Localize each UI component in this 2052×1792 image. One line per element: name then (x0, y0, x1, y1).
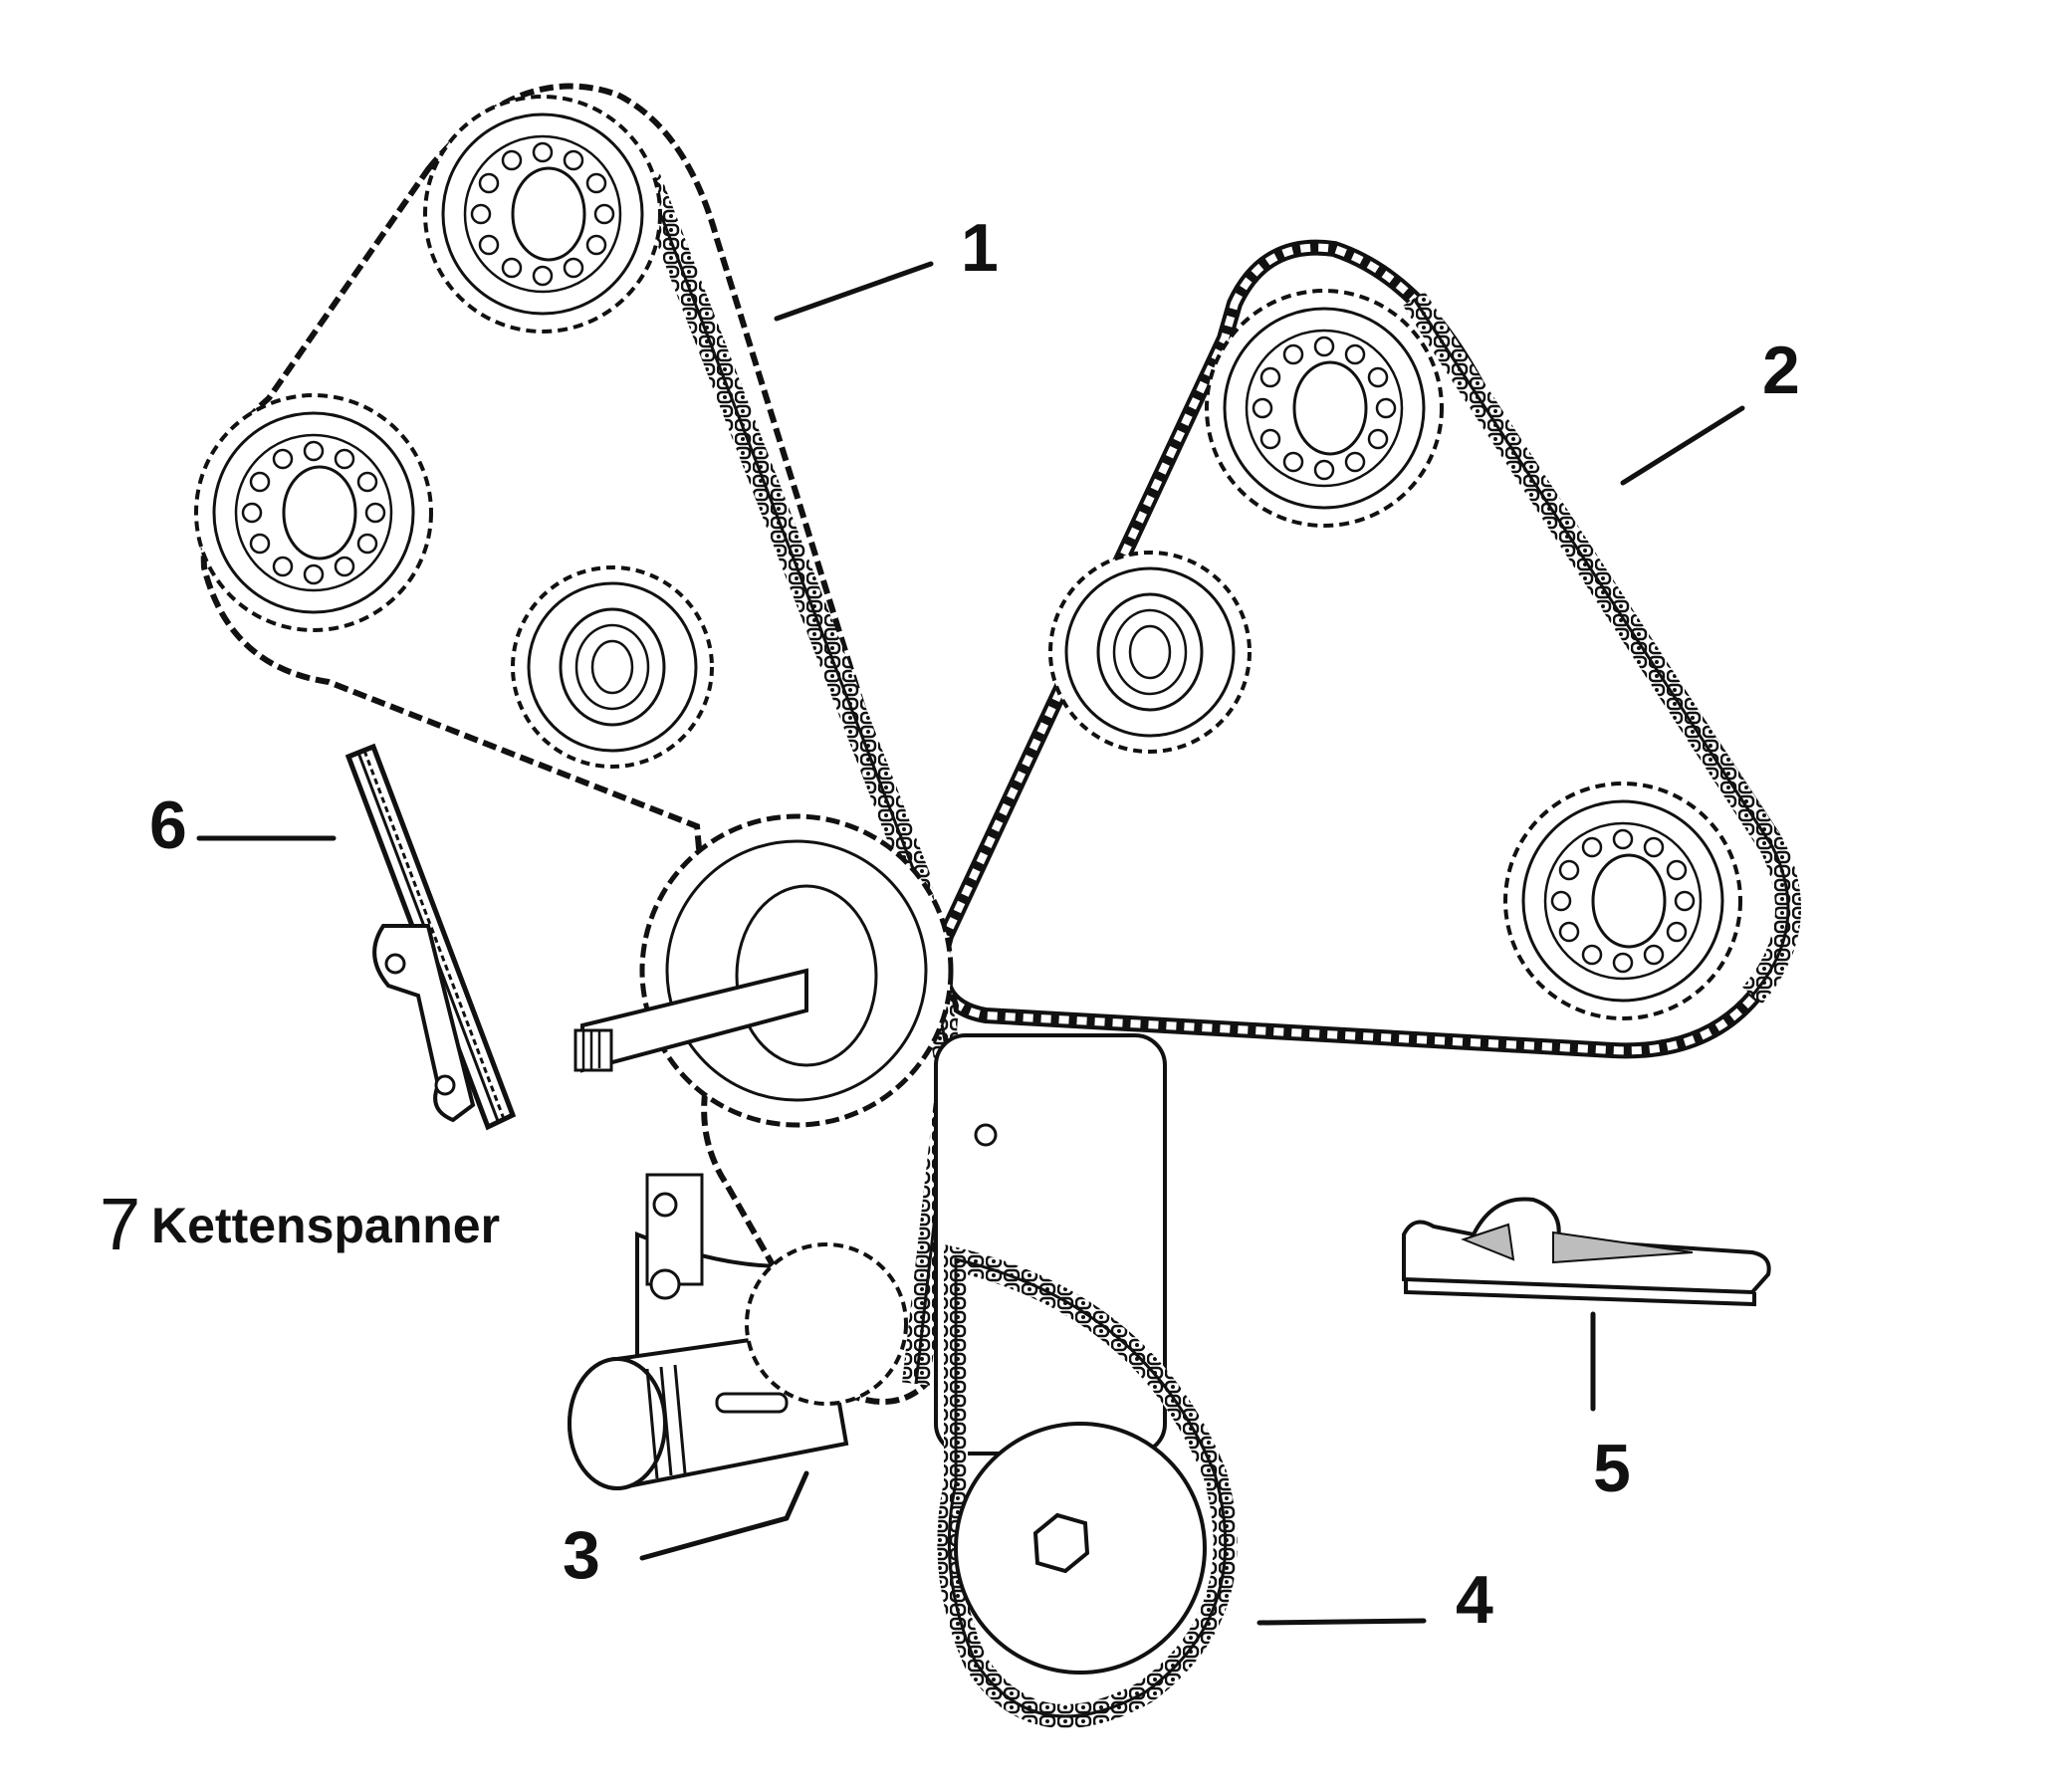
camshaft-sprocket-lower-right (1503, 782, 1742, 1020)
chain-2-loop-inner (937, 243, 1794, 1055)
intermediate-shaft-assembly (573, 813, 1167, 1456)
idler-sprocket-right (1048, 551, 1252, 754)
leader-line-3 (639, 1470, 809, 1561)
leader-line-4 (1256, 1618, 1427, 1626)
leader-line-2 (1620, 405, 1745, 486)
leader-line-1 (774, 261, 934, 322)
camshaft-sprocket-upper-left (423, 95, 662, 334)
crankshaft-sprocket (745, 1242, 908, 1406)
intermediate-sprocket (639, 813, 954, 1128)
tensioner-7-body (645, 1173, 704, 1286)
crankcase-block (934, 1033, 1167, 1456)
oil-pump-nut (1032, 1512, 1090, 1574)
camshaft-sprocket-upper-right (1205, 289, 1444, 528)
callout-5: 5 (1593, 1431, 1631, 1506)
chain-4-assembly (937, 1243, 1238, 1728)
chain-2-edge (1412, 298, 1790, 997)
callout-2: 2 (1762, 333, 1800, 408)
callout-4: 4 (1456, 1562, 1493, 1638)
callout-3: 3 (563, 1517, 600, 1593)
callout-1: 1 (961, 210, 999, 286)
chain-2-assembly (933, 239, 1801, 1059)
leader-lines (196, 261, 1745, 1626)
callout-7: 7 (100, 1183, 140, 1265)
chain-1-loop (200, 83, 960, 1405)
crankshaft-assembly (568, 1173, 908, 1490)
part-6-guide-rail (344, 743, 517, 1131)
part-5-guide-shoe (1402, 1197, 1771, 1307)
camshaft-sprocket-lower-left (194, 393, 433, 632)
callout-6: 6 (149, 787, 187, 863)
idler-sprocket-left (511, 565, 714, 769)
caption-kettenspanner: Kettenspanner (151, 1198, 500, 1253)
